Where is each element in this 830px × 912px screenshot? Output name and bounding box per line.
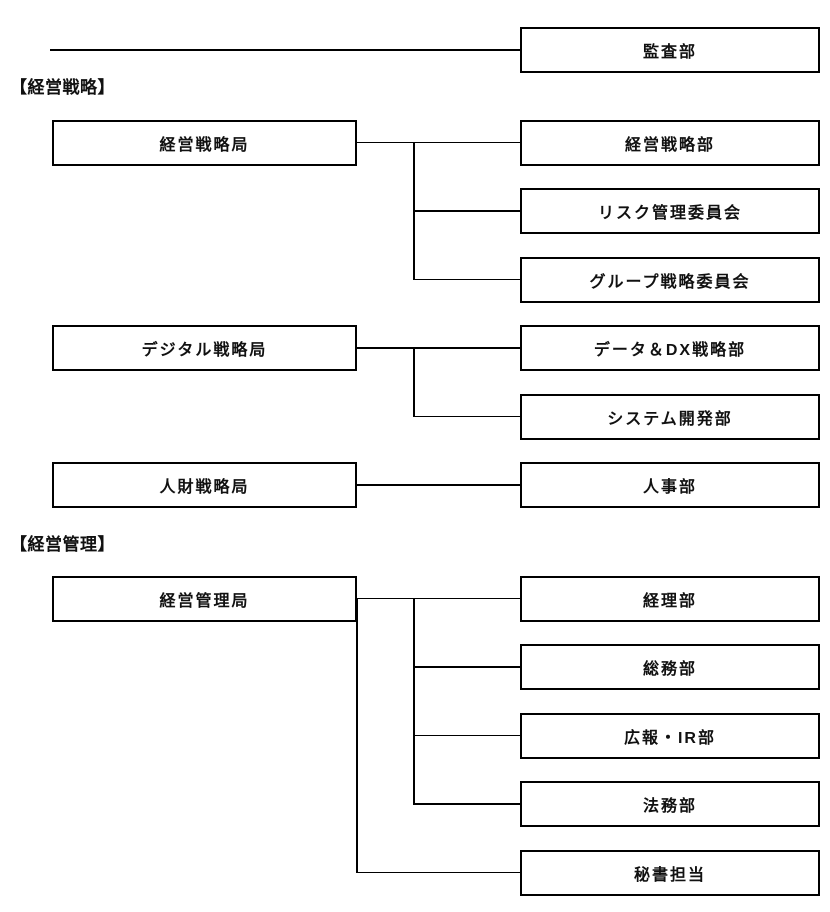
box-system-development-dept: システム開発部 (520, 393, 820, 440)
box-risk-management-committee: リスク管理委員会 (520, 188, 820, 234)
connector-branch-general-affairs (413, 666, 520, 668)
connector-branch-system-dev (413, 415, 520, 418)
box-general-affairs-dept: 総務部 (520, 644, 820, 690)
box-pr-ir-dept: 広報・IR部 (520, 712, 820, 759)
box-accounting-dept: 経理部 (520, 575, 820, 622)
connector-audit-line (50, 49, 520, 51)
box-digital-strategy-bureau: デジタル戦略局 (52, 325, 357, 371)
box-hr-strategy-bureau: 人財戦略局 (52, 462, 357, 508)
connector-branch-pr-ir (413, 734, 520, 737)
connector-hr-line (357, 484, 520, 486)
connector-secretary-spine (356, 597, 358, 873)
box-legal-dept: 法務部 (520, 781, 820, 827)
connector-branch-secretary (356, 871, 520, 874)
connector-branch-group-committee (413, 278, 520, 281)
connector-strategy-parent-line (357, 141, 520, 144)
connector-branch-legal (413, 803, 520, 805)
box-group-strategy-committee: グループ戦略委員会 (520, 256, 820, 303)
section-header-administration: 【経営管理】 (10, 535, 115, 554)
connector-digital-parent-line (357, 347, 520, 349)
connector-admin-parent-line (357, 597, 520, 600)
box-secretary-staff: 秘書担当 (520, 849, 820, 896)
box-data-dx-strategy-dept: データ＆DX戦略部 (520, 325, 820, 371)
box-audit-department: 監査部 (520, 27, 820, 73)
box-corporate-strategy-bureau: 経営戦略局 (52, 119, 357, 166)
connector-digital-spine (413, 347, 415, 418)
box-personnel-dept: 人事部 (520, 462, 820, 508)
box-corporate-administration-bureau: 経営管理局 (52, 575, 357, 622)
section-header-strategy: 【経営戦略】 (10, 78, 115, 97)
connector-branch-risk-committee (413, 210, 520, 212)
connector-admin-spine (413, 597, 415, 805)
box-corporate-strategy-dept: 経営戦略部 (520, 119, 820, 166)
